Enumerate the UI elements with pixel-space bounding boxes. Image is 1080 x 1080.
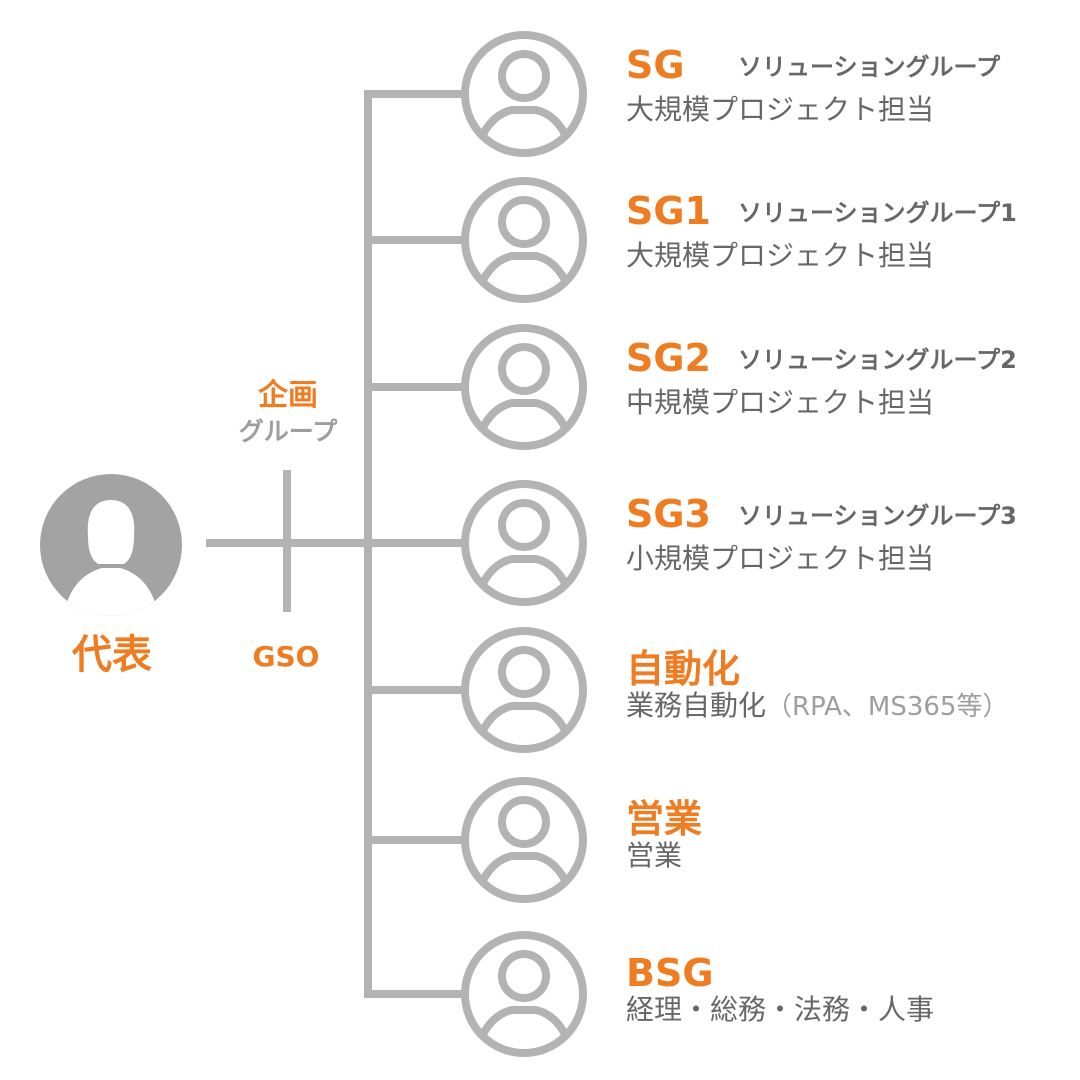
group-subtitle: ソリューショングループ (738, 53, 1001, 81)
group-description-extra: （RPA、MS365等） (766, 692, 1009, 722)
group-name: SG (626, 43, 685, 87)
group-node-automation: 自動化 業務自動化（RPA、MS365等） (460, 626, 1080, 756)
group-name: SG2 (626, 336, 711, 380)
group-name: SG1 (626, 189, 711, 233)
person-icon (460, 176, 588, 304)
person-icon (460, 930, 588, 1058)
group-description-main: 業務自動化 (626, 689, 767, 722)
group-subtitle: ソリューショングループ3 (738, 502, 1017, 530)
group-description: 業務自動化（RPA、MS365等） (626, 686, 1008, 727)
group-description: 大規模プロジェクト担当 (626, 93, 935, 126)
person-icon (460, 776, 588, 904)
person-icon (460, 30, 588, 158)
group-description: 中規模プロジェクト担当 (626, 386, 935, 419)
group-name: 自動化 (626, 647, 741, 691)
planning-group-subtitle: グループ (238, 417, 338, 446)
person-icon (460, 323, 588, 451)
group-name: SG3 (626, 492, 711, 536)
person-icon (460, 479, 588, 607)
planning-group-title: 企画 (258, 378, 318, 413)
group-description: 小規模プロジェクト担当 (626, 542, 935, 575)
person-female-icon (40, 474, 182, 616)
group-node-sg3: SG3 ソリューショングループ3 小規模プロジェクト担当 (460, 479, 1080, 609)
ceo-label: 代表 (72, 632, 152, 678)
group-description: 経理・総務・法務・人事 (626, 993, 935, 1026)
group-name: BSG (626, 951, 714, 995)
planning-group: 企画 グループ (218, 376, 358, 448)
group-node-sales: 営業 営業 (460, 776, 1080, 906)
gso-label: GSO (252, 640, 320, 673)
group-node-sg1: SG1 ソリューショングループ1 大規模プロジェクト担当 (460, 176, 1080, 306)
group-description: 営業 (626, 839, 683, 872)
person-icon (460, 626, 588, 754)
group-description: 大規模プロジェクト担当 (626, 239, 935, 272)
group-node-sg: SG ソリューショングループ 大規模プロジェクト担当 (460, 30, 1080, 160)
group-node-sg2: SG2 ソリューショングループ2 中規模プロジェクト担当 (460, 323, 1080, 453)
group-node-bsg: BSG 経理・総務・法務・人事 (460, 930, 1080, 1060)
group-subtitle: ソリューショングループ1 (738, 199, 1017, 227)
group-name: 営業 (626, 797, 703, 841)
group-subtitle: ソリューショングループ2 (738, 346, 1017, 374)
